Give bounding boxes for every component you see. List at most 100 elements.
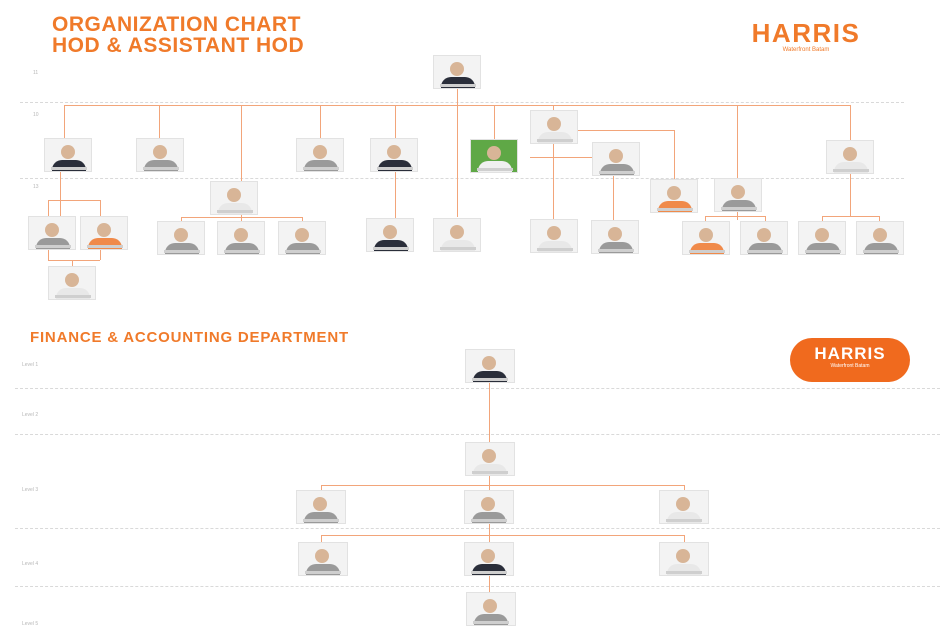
level-divider xyxy=(15,528,940,529)
staff-photo[interactable] xyxy=(530,219,578,253)
connector-line xyxy=(489,576,490,594)
connector-line xyxy=(684,535,685,542)
connector-line xyxy=(321,485,684,486)
staff-photo[interactable] xyxy=(157,221,205,255)
staff-photo[interactable] xyxy=(296,138,344,172)
level-divider xyxy=(15,434,940,435)
connector-line xyxy=(320,105,321,138)
staff-photo[interactable] xyxy=(80,216,128,250)
connector-line xyxy=(674,130,675,179)
harris-badge-text: HARRIS xyxy=(814,344,886,363)
staff-photo[interactable] xyxy=(659,490,709,524)
level-label: Level 4 xyxy=(22,561,39,567)
connector-line xyxy=(489,522,490,542)
finance-chart-title: FINANCE & ACCOUNTING DEPARTMENT xyxy=(30,329,349,346)
connector-line xyxy=(489,476,490,492)
staff-photo[interactable] xyxy=(714,178,762,212)
connector-line xyxy=(159,105,160,138)
level-divider xyxy=(20,102,904,103)
connector-line xyxy=(241,105,242,183)
staff-photo[interactable] xyxy=(465,442,515,476)
harris-logo-text: HARRIS xyxy=(751,18,861,48)
connector-line xyxy=(705,216,765,217)
connector-line xyxy=(530,130,675,131)
staff-photo[interactable] xyxy=(740,221,788,255)
staff-photo[interactable] xyxy=(278,221,326,255)
staff-photo[interactable] xyxy=(296,490,346,524)
connector-line xyxy=(48,200,100,201)
connector-line xyxy=(737,210,738,220)
level-label: Level 5 xyxy=(22,621,39,627)
connector-line xyxy=(302,217,303,222)
staff-photo[interactable] xyxy=(798,221,846,255)
staff-photo[interactable] xyxy=(650,179,698,213)
staff-photo[interactable] xyxy=(210,181,258,215)
connector-line xyxy=(765,216,766,222)
connector-line xyxy=(822,216,823,222)
connector-line xyxy=(553,143,554,219)
staff-photo[interactable] xyxy=(464,542,514,576)
staff-photo[interactable] xyxy=(826,140,874,174)
connector-line xyxy=(72,260,73,268)
connector-line xyxy=(48,260,100,261)
connector-line xyxy=(321,535,322,542)
staff-photo[interactable] xyxy=(465,349,515,383)
level-label: 10 xyxy=(33,112,39,118)
connector-line xyxy=(395,172,396,218)
staff-photo[interactable] xyxy=(136,138,184,172)
staff-photo[interactable] xyxy=(464,490,514,524)
connector-line xyxy=(737,105,738,178)
staff-photo[interactable] xyxy=(592,142,640,176)
connector-line xyxy=(48,200,49,216)
connector-line xyxy=(494,105,495,139)
staff-photo[interactable] xyxy=(591,220,639,254)
org-chart-subtitle: HOD & ASSISTANT HOD xyxy=(52,34,305,57)
staff-photo[interactable] xyxy=(530,110,578,144)
harris-badge-tagline: Waterfront Batam xyxy=(830,363,870,369)
connector-line xyxy=(850,105,851,140)
connector-line xyxy=(48,248,49,260)
connector-line xyxy=(60,170,61,216)
connector-line xyxy=(879,216,880,222)
harris-logo: HARRIS Waterfront Batam xyxy=(726,20,886,54)
connector-line xyxy=(553,105,554,112)
connector-line xyxy=(530,157,613,158)
staff-photo[interactable] xyxy=(466,592,516,626)
connector-line xyxy=(100,248,101,260)
level-label: Level 3 xyxy=(22,487,39,493)
connector-line xyxy=(489,378,490,448)
staff-photo[interactable] xyxy=(470,139,518,173)
staff-photo[interactable] xyxy=(44,138,92,172)
connector-line xyxy=(457,88,458,106)
connector-line xyxy=(64,105,65,138)
staff-photo[interactable] xyxy=(659,542,709,576)
connector-line xyxy=(395,105,396,138)
staff-photo[interactable] xyxy=(433,218,481,252)
connector-line xyxy=(705,216,706,222)
connector-line xyxy=(684,485,685,492)
staff-photo[interactable] xyxy=(370,138,418,172)
level-divider xyxy=(15,388,940,389)
staff-photo[interactable] xyxy=(682,221,730,255)
harris-badge-logo: HARRIS Waterfront Batam xyxy=(790,338,910,382)
staff-photo[interactable] xyxy=(298,542,348,576)
connector-line xyxy=(100,200,101,216)
staff-photo[interactable] xyxy=(856,221,904,255)
level-label: 13 xyxy=(33,184,39,190)
level-divider xyxy=(15,586,940,587)
staff-photo[interactable] xyxy=(366,218,414,252)
staff-photo[interactable] xyxy=(217,221,265,255)
harris-logo-tagline: Waterfront Batam xyxy=(782,47,830,53)
level-label: Level 1 xyxy=(22,362,39,368)
staff-photo[interactable] xyxy=(433,55,481,89)
connector-line xyxy=(457,105,458,217)
connector-line xyxy=(613,172,614,220)
staff-photo[interactable] xyxy=(48,266,96,300)
level-label: Level 2 xyxy=(22,412,39,418)
connector-line xyxy=(321,485,322,492)
staff-photo[interactable] xyxy=(28,216,76,250)
connector-line xyxy=(181,217,303,218)
level-label: 11 xyxy=(33,70,39,76)
org-chart-title: ORGANIZATION CHART xyxy=(52,13,301,36)
connector-line xyxy=(321,535,684,536)
